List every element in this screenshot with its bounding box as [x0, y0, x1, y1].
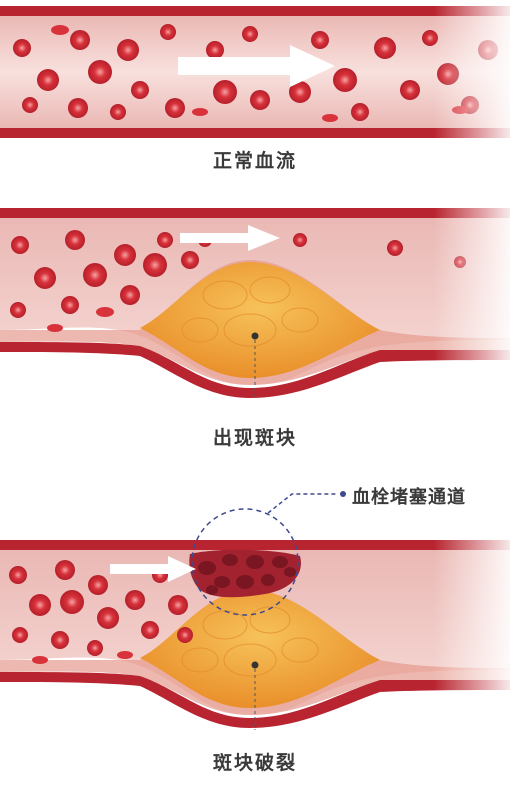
- panel-plaque-forms: [0, 200, 510, 400]
- vessel-plaque-illustration: [0, 200, 510, 400]
- vessel-rupture-illustration: [0, 508, 510, 730]
- panel-plaque-rupture: [0, 490, 510, 730]
- panel-normal-flow: [0, 0, 510, 145]
- callout-dot: [340, 491, 346, 497]
- vessel-normal-illustration: [0, 0, 510, 145]
- callout-label: 血栓堵塞通道: [352, 487, 466, 508]
- callout-leader: [267, 491, 346, 514]
- caption-normal-flow: 正常血流: [212, 150, 297, 172]
- caption-plaque-forms: 出现斑块: [212, 427, 297, 449]
- caption-plaque-rupture: 斑块破裂: [212, 752, 297, 774]
